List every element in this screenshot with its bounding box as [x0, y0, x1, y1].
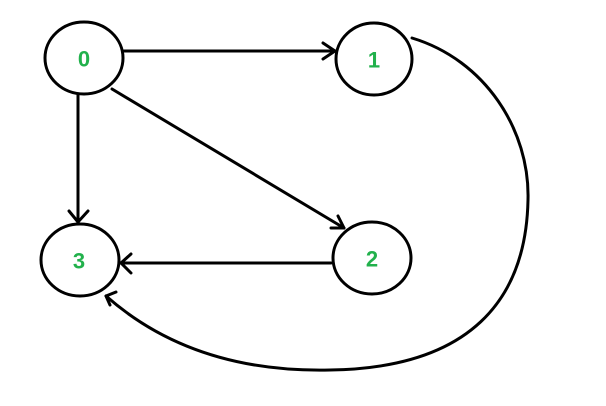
arrowhead-icon: [67, 209, 90, 224]
edge-0-to-2: [110, 87, 346, 230]
arrowhead-icon: [321, 41, 337, 61]
node-2[interactable]: 2: [331, 220, 413, 296]
edges: [67, 36, 530, 372]
node-label: 0: [78, 47, 90, 72]
node-3[interactable]: 3: [39, 222, 121, 298]
node-label: 3: [73, 249, 85, 274]
arrowhead-icon: [119, 252, 133, 275]
edge-1-to-3: [104, 36, 530, 372]
node-label: 2: [366, 247, 378, 272]
nodes: 0 1 2 3: [39, 20, 414, 298]
edge-0-to-3: [67, 92, 90, 224]
edge-0-to-1: [122, 41, 337, 61]
edge-2-to-3: [119, 252, 333, 275]
arrowhead-icon: [329, 214, 346, 230]
node-label: 1: [368, 48, 380, 73]
arrowhead-icon: [104, 290, 118, 307]
node-1[interactable]: 1: [334, 21, 414, 97]
node-0[interactable]: 0: [43, 20, 125, 96]
